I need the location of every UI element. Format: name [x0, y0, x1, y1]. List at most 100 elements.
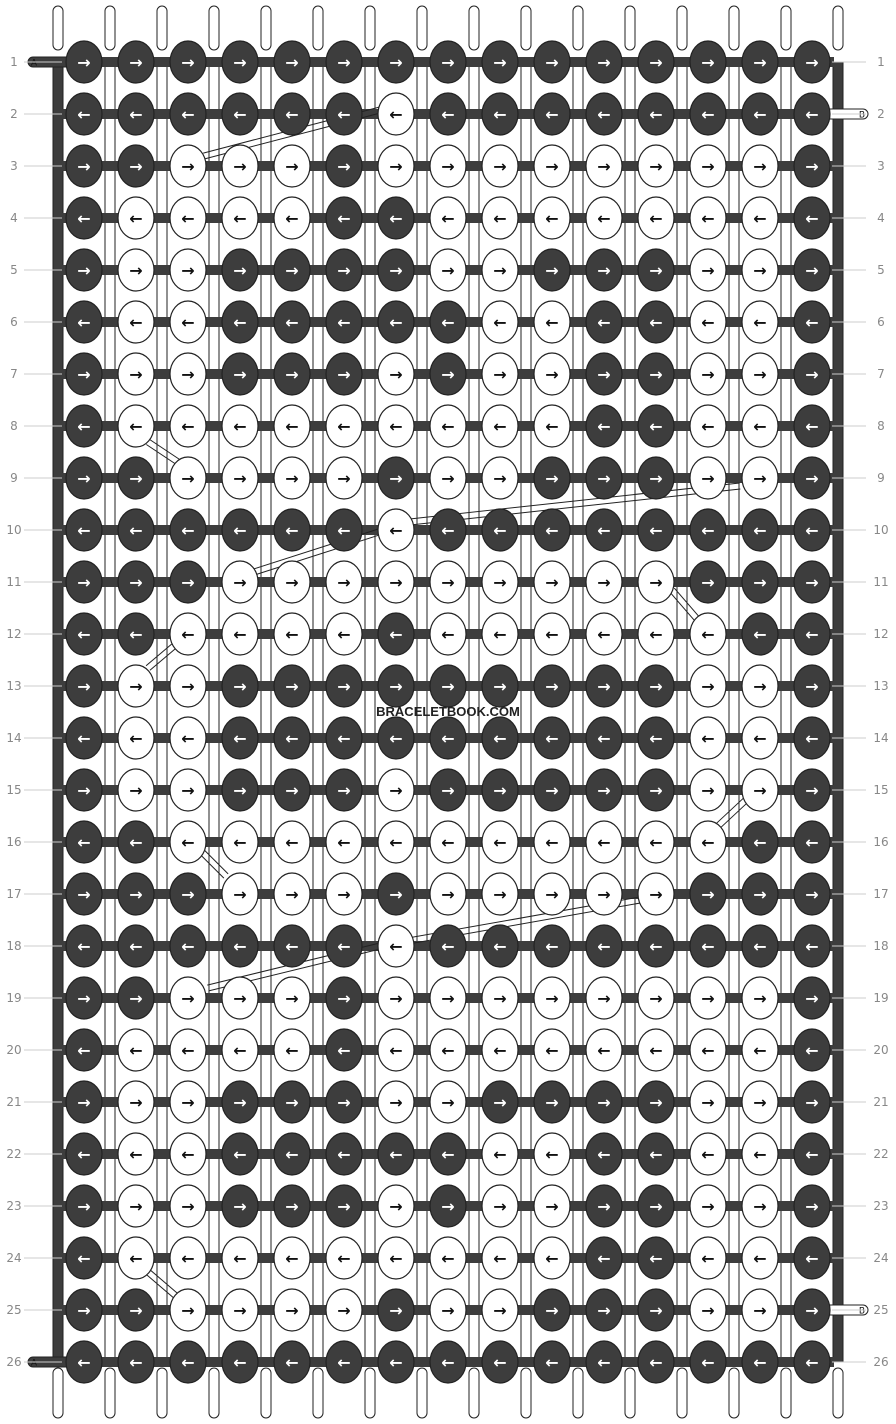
vertical-string-bottom-end [728, 1367, 740, 1419]
vertical-string-bottom-end [520, 1367, 532, 1419]
knot: ← [637, 716, 675, 760]
arrow-left-icon: ← [77, 625, 90, 644]
knot-shape [65, 1340, 103, 1384]
arrow-right-icon: → [753, 1093, 766, 1112]
arrow-left-icon: ← [753, 1249, 766, 1268]
arrow-left-icon: ← [285, 1041, 298, 1060]
arrow-left-icon: ← [441, 1249, 454, 1268]
knot: ← [481, 300, 519, 344]
arrow-left-icon: ← [389, 1249, 402, 1268]
knot: ← [169, 820, 207, 864]
knot: → [65, 1184, 103, 1228]
knot: → [637, 1184, 675, 1228]
row-number-right: 4 [877, 211, 885, 225]
knot-shape [377, 248, 415, 292]
knot-shape [377, 924, 415, 968]
arrow-right-icon: → [753, 989, 766, 1008]
arrow-right-icon: → [233, 677, 246, 696]
arrow-right-icon: → [77, 261, 90, 280]
knot-shape [273, 560, 311, 604]
knot-shape [429, 196, 467, 240]
knot-shape [741, 1080, 779, 1124]
arrow-right-icon: → [597, 677, 610, 696]
knot-shape [689, 248, 727, 292]
knot-shape [273, 1340, 311, 1384]
arrow-left-icon: ← [701, 625, 714, 644]
row-number-left: 8 [10, 419, 18, 433]
knot-shape [325, 612, 363, 656]
knot: ← [793, 92, 831, 136]
arrow-right-icon: → [805, 677, 818, 696]
knot-shape [481, 300, 519, 344]
row-number-left: 24 [6, 1251, 21, 1265]
knot: ← [689, 1340, 727, 1384]
knot-shape [637, 1340, 675, 1384]
knot-shape [741, 1288, 779, 1332]
knot-shape [273, 612, 311, 656]
knot-shape [65, 404, 103, 448]
arrow-left-icon: ← [285, 313, 298, 332]
knot-shape [117, 768, 155, 812]
arrow-right-icon: → [545, 885, 558, 904]
knot-shape [689, 1288, 727, 1332]
knot-shape [221, 508, 259, 552]
knot-shape [169, 1340, 207, 1384]
knot: ← [117, 1028, 155, 1072]
knot-shape [221, 560, 259, 604]
arrow-right-icon: → [701, 1197, 714, 1216]
knot: ← [585, 1132, 623, 1176]
arrow-left-icon: ← [545, 417, 558, 436]
knot: ← [377, 300, 415, 344]
knot-shape [481, 196, 519, 240]
arrow-left-icon: ← [233, 1249, 246, 1268]
knot: ← [65, 508, 103, 552]
knot: ← [273, 1340, 311, 1384]
knot-shape [273, 508, 311, 552]
vertical-string-top-end [364, 5, 376, 51]
arrow-left-icon: ← [597, 937, 610, 956]
arrow-left-icon: ← [649, 1041, 662, 1060]
knot-shape [65, 560, 103, 604]
arrow-right-icon: → [753, 157, 766, 176]
knot: → [325, 664, 363, 708]
arrow-left-icon: ← [649, 209, 662, 228]
knot-shape [65, 144, 103, 188]
knot: → [325, 1288, 363, 1332]
vertical-string [156, 61, 168, 1363]
knot: → [793, 560, 831, 604]
arrow-right-icon: → [337, 157, 350, 176]
knot-shape [585, 508, 623, 552]
arrow-left-icon: ← [389, 1041, 402, 1060]
arrow-right-icon: → [597, 989, 610, 1008]
knot-shape [169, 404, 207, 448]
knot-shape [169, 40, 207, 84]
arrow-right-icon: → [649, 989, 662, 1008]
knot-shape [377, 560, 415, 604]
knot: ← [273, 820, 311, 864]
knot-shape [793, 300, 831, 344]
knot: ← [637, 1028, 675, 1072]
arrow-right-icon: → [493, 677, 506, 696]
knot-shape [533, 872, 571, 916]
knot: ← [637, 820, 675, 864]
knot: ← [637, 1132, 675, 1176]
knot: → [481, 1184, 519, 1228]
knot-shape [533, 196, 571, 240]
arrow-left-icon: ← [545, 1353, 558, 1372]
arrow-left-icon: ← [493, 209, 506, 228]
arrow-right-icon: → [389, 1093, 402, 1112]
row-number-right: 16 [873, 835, 888, 849]
arrow-right-icon: → [545, 989, 558, 1008]
arrow-right-icon: → [181, 677, 194, 696]
knot: → [637, 248, 675, 292]
arrow-left-icon: ← [493, 625, 506, 644]
knot: ← [65, 1028, 103, 1072]
row-number-left: 26 [6, 1355, 21, 1369]
arrow-right-icon: → [77, 989, 90, 1008]
knot: → [273, 456, 311, 500]
knot: ← [65, 404, 103, 448]
arrow-left-icon: ← [597, 729, 610, 748]
arrow-right-icon: → [649, 1301, 662, 1320]
arrow-left-icon: ← [701, 1041, 714, 1060]
knot: → [793, 664, 831, 708]
